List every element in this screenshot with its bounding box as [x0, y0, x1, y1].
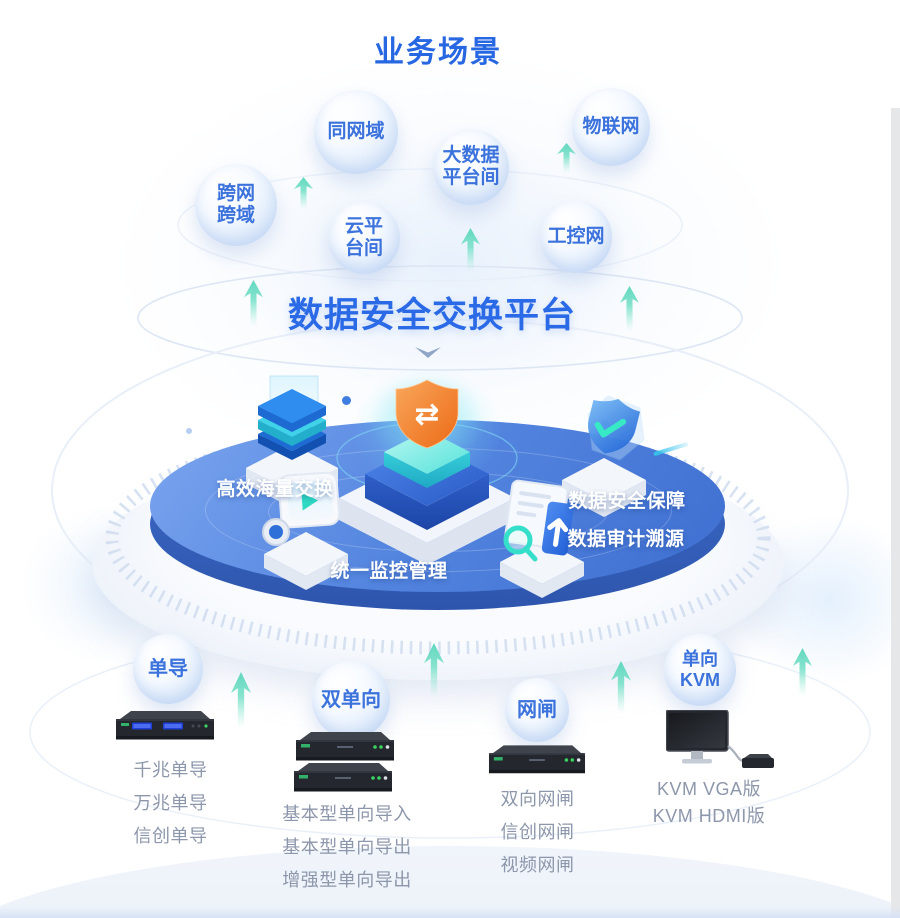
shield-swap-icon: ⇄ [336, 378, 518, 565]
list-item: 信创单导 [133, 826, 208, 846]
bottom-band [0, 907, 900, 918]
platform-title: 数据安全交换平台 [287, 296, 576, 335]
bubble-label: 物联网 [582, 116, 640, 138]
up-arrow-icon [620, 286, 639, 331]
list-item: 信创网闸 [500, 822, 575, 842]
rack-server-icon [296, 732, 394, 761]
up-arrow-icon [461, 228, 480, 272]
scenario-bubble-cross-network: 跨网 跨域 [195, 164, 277, 246]
list-item: 万兆单导 [133, 793, 208, 813]
chevron-down-icon [415, 347, 441, 358]
monitor-camera-icon [262, 471, 348, 590]
list-item: 基本型单向导入 [282, 804, 412, 824]
deco-dot [342, 396, 351, 405]
scenario-bubble-cloud: 云平 台间 [328, 202, 400, 274]
bubble-label: 跨网 跨域 [216, 183, 255, 226]
category-bubble-kvm: 单向 KVM [664, 634, 736, 706]
category-bubble-dual-unidirectional: 双单向 [312, 661, 390, 739]
up-arrow-icon [611, 661, 631, 713]
feature-label-audit: 数据审计溯源 [567, 529, 685, 550]
page-edge [891, 108, 900, 918]
bubble-label: 单导 [148, 657, 188, 680]
rack-server-icon [116, 711, 214, 740]
feature-label-exchange: 高效海量交换 [216, 479, 334, 500]
product-list-kvm: KVM VGA版 KVM HDMI版 [634, 779, 784, 833]
scenario-bubble-iot: 物联网 [572, 88, 650, 166]
scenario-bubble-bigdata: 大数据 平台间 [433, 129, 509, 205]
list-item: 双向网闸 [500, 789, 575, 809]
bubble-label: 网闸 [517, 698, 557, 721]
bubble-label: 云平 台间 [344, 216, 383, 259]
kvm-monitor-icon [666, 710, 774, 768]
list-item: 千兆单导 [133, 760, 208, 780]
product-list-gap: 双向网闸 信创网闸 视频网闸 [470, 789, 605, 888]
kvm-extender-icon [744, 754, 772, 758]
svg-text:⇄: ⇄ [414, 397, 439, 432]
up-arrow-icon [557, 143, 576, 173]
list-item: 视频网闸 [500, 855, 575, 875]
bubble-label: 单向 KVM [680, 649, 720, 690]
up-arrow-icon [244, 280, 263, 326]
bubble-label: 工控网 [547, 226, 605, 248]
feature-label-monitoring: 统一监控管理 [330, 561, 448, 582]
up-arrow-icon [294, 177, 313, 209]
category-bubble-gap: 网闸 [505, 678, 569, 742]
page-title: 业务场景 [374, 36, 502, 69]
list-item: 增强型单向导出 [282, 870, 412, 890]
rack-server-icon [488, 745, 586, 774]
bubble-label: 双单向 [321, 688, 381, 711]
up-arrow-icon [231, 672, 251, 728]
bubble-label: 大数据 平台间 [442, 145, 500, 188]
list-item: KVM VGA版 [656, 779, 762, 799]
tick-ring [105, 421, 771, 655]
category-bubble-unidirectional: 单导 [133, 634, 203, 704]
audit-doc-icon [500, 479, 584, 598]
feature-label-security: 数据安全保障 [568, 491, 686, 512]
product-list-dual-unidirectional: 基本型单向导入 基本型单向导出 增强型单向导出 [272, 804, 422, 903]
rack-server-icon [294, 763, 392, 792]
scenario-bubble-same-domain: 同网域 [314, 90, 398, 174]
list-item: 基本型单向导出 [282, 837, 412, 857]
bubble-label: 同网域 [327, 121, 385, 143]
up-arrow-icon [424, 643, 444, 697]
product-list-unidirectional: 千兆单导 万兆单导 信创单导 [103, 760, 238, 859]
scenario-bubble-industrial: 工控网 [540, 201, 612, 273]
up-arrow-icon [793, 648, 812, 696]
deco-dot [186, 428, 192, 434]
shield-check-icon [562, 395, 646, 517]
list-item: KVM HDMI版 [652, 806, 766, 826]
